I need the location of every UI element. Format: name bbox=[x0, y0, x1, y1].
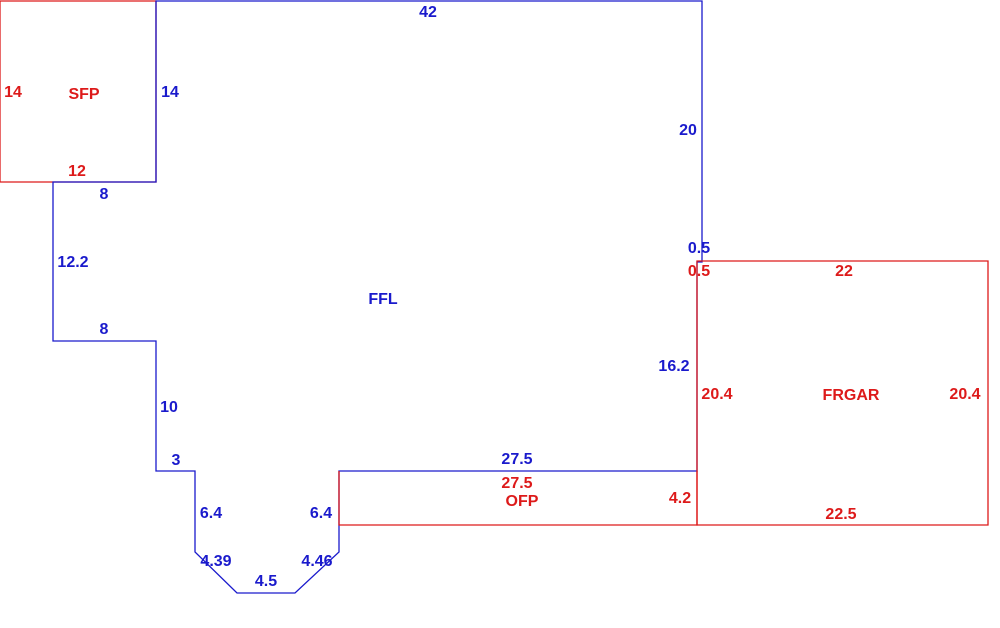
dim-ffl-bay-left-diag: 4.39 bbox=[200, 553, 231, 570]
dim-ffl-top: 42 bbox=[419, 4, 437, 21]
ofp-area-label: OFP bbox=[506, 493, 539, 510]
dim-sfp-left: 14 bbox=[4, 84, 22, 101]
frgar-area-label: FRGAR bbox=[823, 387, 880, 404]
dim-ffl-left-top: 14 bbox=[161, 84, 179, 101]
dim-ffl-bay-left: 6.4 bbox=[200, 505, 222, 522]
dim-ffl-step: 3 bbox=[172, 452, 181, 469]
sfp-area-label: SFP bbox=[68, 86, 99, 103]
dim-frgar-jog: 0.5 bbox=[688, 263, 710, 280]
frgar-outline bbox=[696, 260, 989, 526]
dim-ffl-bottom-right: 27.5 bbox=[501, 451, 532, 468]
dim-frgar-right: 20.4 bbox=[949, 386, 980, 403]
dim-frgar-left: 20.4 bbox=[701, 386, 732, 403]
dim-frgar-top: 22 bbox=[835, 263, 853, 280]
ffl-outline bbox=[52, 0, 703, 594]
dim-ffl-bay-bottom: 4.5 bbox=[255, 573, 277, 590]
dim-ffl-bay-right-diag: 4.46 bbox=[301, 553, 332, 570]
ffl-area-label: FFL bbox=[368, 291, 398, 308]
dim-ffl-left-lower: 10 bbox=[160, 399, 178, 416]
dim-ffl-bay-right: 6.4 bbox=[310, 505, 332, 522]
dim-ffl-right-lower: 16.2 bbox=[658, 358, 689, 375]
dim-ffl-left-upper-horiz: 8 bbox=[100, 186, 109, 203]
dim-ffl-left-mid-horiz: 8 bbox=[100, 321, 109, 338]
dim-ffl-jog: 0.5 bbox=[688, 240, 710, 257]
dim-sfp-bottom: 12 bbox=[68, 163, 86, 180]
dim-frgar-bottom: 22.5 bbox=[825, 506, 856, 523]
dim-ofp-top: 27.5 bbox=[501, 475, 532, 492]
dim-ffl-left-mid: 12.2 bbox=[57, 254, 88, 271]
dim-ofp-right: 4.2 bbox=[669, 490, 691, 507]
dim-ffl-right-upper: 20 bbox=[679, 122, 697, 139]
